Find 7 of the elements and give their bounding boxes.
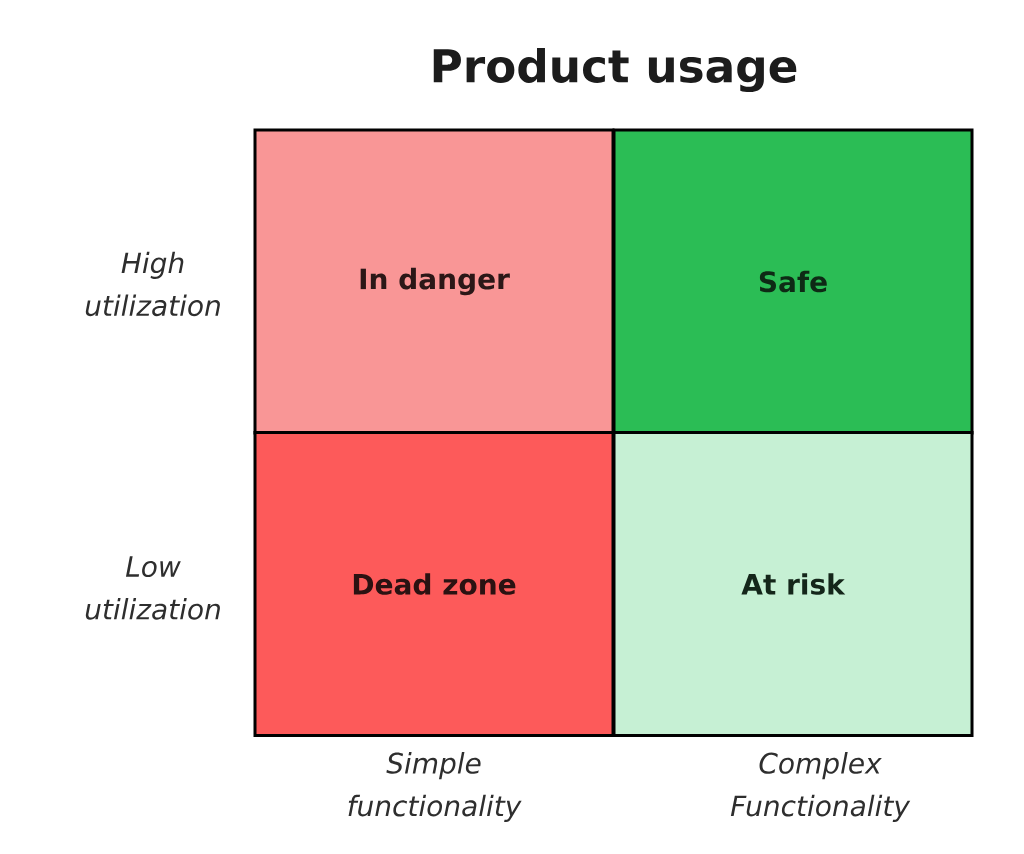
quadrant-box: Dead zone [253,431,615,737]
axis-label: High utilization [85,251,220,317]
title: Product usage [433,47,797,93]
quadrant-box: Safe [612,128,974,435]
quadrant-box: In danger [253,128,615,435]
quadrant-box: At risk [612,431,974,737]
axis-label: Low utilization [85,556,220,620]
